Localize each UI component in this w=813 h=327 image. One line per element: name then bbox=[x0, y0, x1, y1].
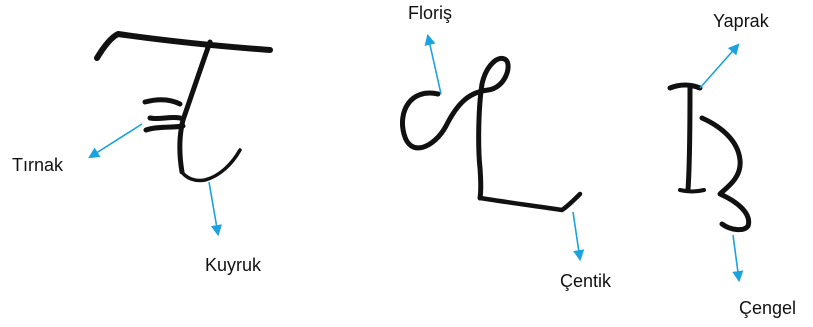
glyph-middle bbox=[400, 56, 583, 213]
label-kuyruk: Kuyruk bbox=[205, 255, 262, 275]
arrow-floris bbox=[424, 33, 442, 95]
glyph-left-crossbar bbox=[142, 97, 183, 107]
callout-arrows bbox=[88, 33, 744, 283]
arrow-centik bbox=[572, 211, 585, 262]
label-yaprak: Yaprak bbox=[713, 11, 770, 31]
glyph-middle-flourish bbox=[400, 56, 511, 201]
glyph-left-top-bar bbox=[94, 31, 273, 61]
arrow-kuyruk bbox=[208, 181, 222, 237]
glyph-left-stem bbox=[177, 39, 213, 175]
arrow-cengel bbox=[732, 234, 744, 283]
label-tirnak: Tırnak bbox=[12, 155, 64, 175]
glyph-middle-base bbox=[477, 191, 583, 213]
glyph-left-claw bbox=[143, 114, 186, 133]
glyph-left-tail bbox=[180, 148, 242, 183]
arrow-yaprak bbox=[699, 43, 740, 89]
glyph-right-top bbox=[667, 82, 703, 91]
glyph-left bbox=[94, 31, 273, 183]
glyph-right-hook bbox=[699, 115, 752, 233]
glyph-right-stem bbox=[685, 85, 693, 193]
glyph-right-foot bbox=[678, 188, 706, 194]
label-floris: Floriş bbox=[408, 3, 452, 23]
label-centik: Çentik bbox=[560, 271, 612, 291]
label-cengel: Çengel bbox=[739, 298, 796, 318]
arrow-tirnak bbox=[88, 123, 143, 159]
glyph-right bbox=[667, 82, 752, 233]
